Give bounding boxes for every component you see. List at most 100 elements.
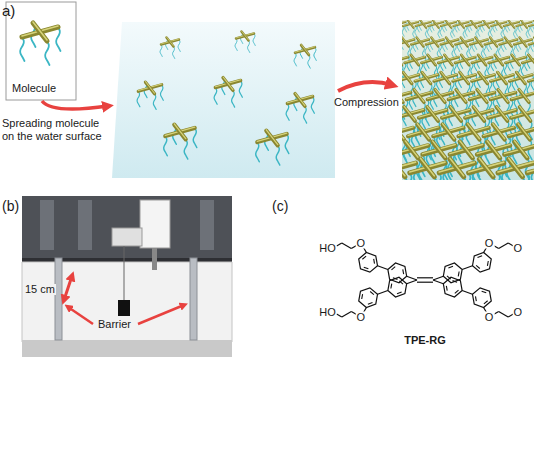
molecule-icon — [164, 124, 197, 159]
rigid-core — [509, 159, 523, 177]
core-highlight — [520, 37, 527, 46]
step-label: Spreading molecule on the water surface — [2, 117, 110, 142]
alkyl-tail — [440, 26, 442, 36]
alkyl-tail — [430, 22, 432, 32]
barrier-pointer — [138, 305, 184, 324]
alkyl-tail — [451, 28, 453, 38]
alkyl-tail — [457, 57, 459, 70]
rigid-core — [468, 124, 480, 139]
rigid-core — [461, 55, 469, 65]
rigid-core — [405, 142, 418, 158]
rigid-core — [473, 107, 484, 121]
rigid-core — [431, 38, 438, 47]
alkyl-tail — [478, 26, 480, 36]
single-bond — [433, 280, 443, 284]
core-highlight — [433, 141, 446, 157]
alkyl-tail — [468, 22, 470, 32]
alkyl-tail — [413, 28, 415, 38]
alkyl-tail — [487, 40, 489, 52]
core-highlight — [468, 124, 480, 139]
rigid-core — [145, 82, 154, 94]
core-highlight — [490, 37, 497, 46]
rigid-core — [460, 72, 469, 83]
core-highlight — [498, 89, 508, 102]
alkyl-tail — [193, 128, 197, 148]
alkyl-tail — [235, 39, 237, 51]
core-highlight — [477, 89, 487, 102]
alkyl-tail — [248, 41, 250, 53]
molecule-icon — [160, 37, 180, 59]
rigid-core — [167, 38, 174, 47]
rigid-core — [528, 55, 534, 65]
rigid-core — [458, 20, 464, 28]
rigid-core — [478, 55, 486, 65]
alkyl-tail — [311, 97, 314, 114]
molecule-icon — [499, 37, 519, 58]
rigid-core — [411, 55, 419, 65]
rigid-core — [520, 107, 531, 121]
rigid-core — [223, 78, 233, 91]
alkyl-tail — [469, 44, 471, 56]
rigid-core — [441, 72, 450, 83]
rigid-core — [519, 90, 529, 103]
rigid-core — [427, 107, 438, 121]
alkyl-tail — [415, 26, 417, 36]
rigid-core — [402, 38, 409, 47]
atom-label: O — [356, 312, 367, 323]
molecule-icon — [20, 22, 60, 65]
molecule-icon — [440, 20, 457, 38]
alkyl-tail — [276, 145, 280, 165]
alkyl-tail — [525, 57, 527, 70]
rigid-core — [402, 159, 405, 177]
molecule-icon — [467, 158, 507, 180]
rigid-core — [456, 90, 466, 103]
core-highlight — [475, 37, 482, 46]
balance-housing — [140, 200, 170, 248]
single-bond — [342, 312, 352, 318]
alkyl-tail — [424, 57, 426, 70]
aromatic-bond — [368, 303, 373, 305]
rigid-core — [242, 32, 249, 41]
single-bond — [462, 266, 472, 270]
trough-photo — [22, 196, 232, 357]
core-highlight — [529, 21, 534, 25]
rigid-core — [477, 90, 487, 103]
alkyl-tail — [452, 46, 454, 58]
molecule-icon — [415, 20, 432, 38]
alkyl-tail — [531, 40, 533, 52]
panel-letter: (b) — [2, 198, 19, 214]
alkyl-tail — [438, 28, 440, 38]
alkyl-tail — [314, 47, 316, 60]
rigid-core — [479, 72, 488, 83]
trough — [22, 262, 232, 342]
core-highlight — [512, 54, 520, 64]
compound-name: TPE-RG — [404, 334, 446, 347]
alkyl-tail — [526, 28, 528, 38]
alkyl-tail — [137, 91, 140, 107]
benzene-ring — [359, 252, 378, 272]
rigid-core — [487, 142, 500, 158]
rigid-core — [428, 55, 436, 65]
aromatic-bond — [397, 292, 402, 294]
core-highlight — [402, 89, 403, 102]
alkyl-tail — [285, 134, 289, 154]
width-arrow — [64, 276, 72, 300]
barrier-right — [190, 258, 197, 340]
single-bond — [378, 266, 388, 270]
alkyl-tail — [56, 27, 60, 51]
benzene-ring — [443, 277, 462, 297]
core-highlight — [527, 162, 534, 172]
plate-wire — [124, 246, 125, 300]
atom-label: HO — [318, 243, 337, 254]
aromatic-bond — [487, 261, 489, 266]
core-highlight — [496, 20, 502, 27]
rigid-core — [461, 38, 468, 47]
atom-label: O — [512, 306, 523, 317]
molecule-icon — [526, 158, 534, 180]
rigid-core — [512, 55, 520, 65]
core-highlight — [404, 106, 415, 120]
alkyl-tail — [440, 44, 442, 56]
core-highlight — [443, 124, 455, 139]
spreading-arrow — [42, 101, 108, 109]
core-highlight — [460, 141, 473, 157]
